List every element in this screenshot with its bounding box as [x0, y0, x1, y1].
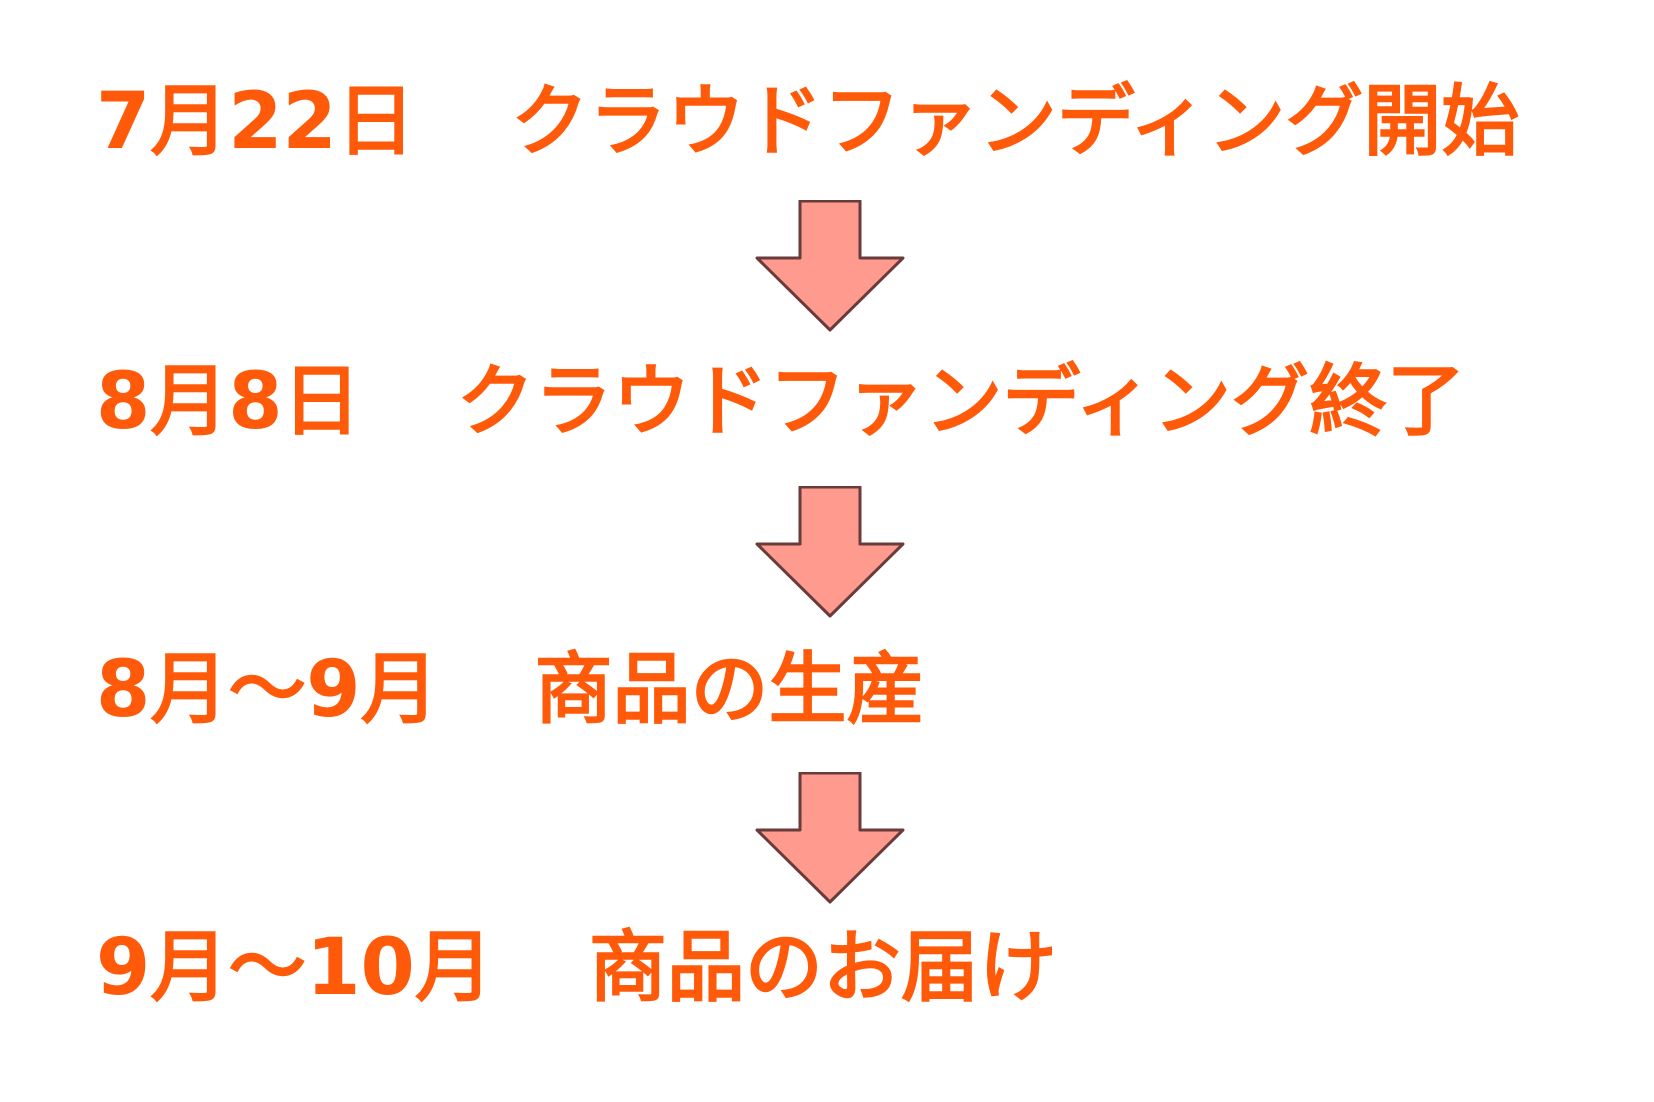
step-date: 8月〜9月 [96, 645, 439, 735]
step-label: クラウドファンディング開始 [510, 77, 1520, 167]
down-arrow-icon [755, 486, 905, 618]
timeline-step-delivery: 9月〜10月 商品のお届け [96, 918, 1057, 1018]
step-label: 商品のお届け [588, 923, 1057, 1013]
step-label: 商品の生産 [534, 645, 925, 735]
down-arrow-icon [755, 200, 905, 332]
timeline-step-production: 8月〜9月 商品の生産 [96, 640, 925, 740]
step-date: 7月22日 [96, 77, 415, 167]
timeline-step-crowdfunding-end: 8月8日 クラウドファンディング終了 [96, 352, 1465, 452]
step-label: クラウドファンディング終了 [456, 357, 1466, 447]
down-arrow-icon [755, 772, 905, 904]
timeline-step-crowdfunding-start: 7月22日 クラウドファンディング開始 [96, 72, 1519, 172]
step-date: 9月〜10月 [96, 923, 493, 1013]
step-date: 8月8日 [96, 357, 361, 447]
